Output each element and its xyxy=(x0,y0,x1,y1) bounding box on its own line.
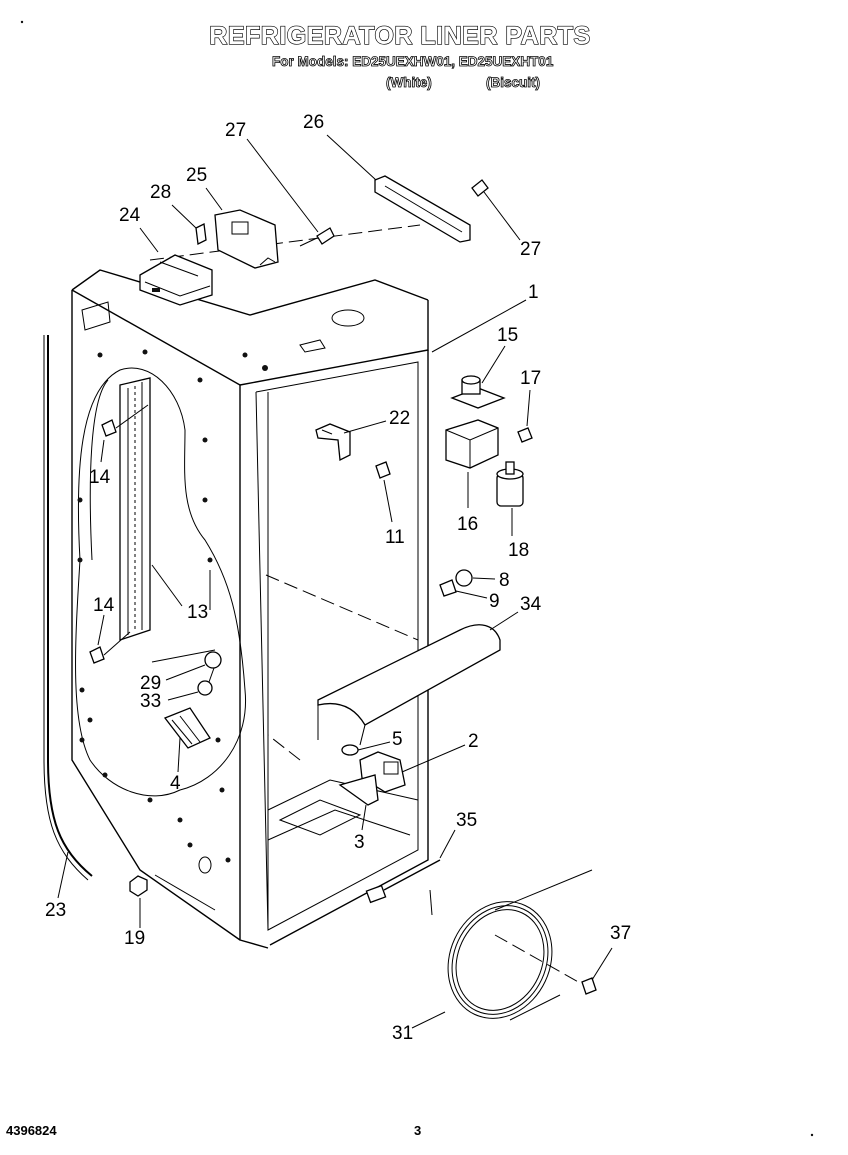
callout-19: 19 xyxy=(124,928,145,949)
part-25-duct xyxy=(214,209,279,269)
callout-16: 16 xyxy=(457,514,478,535)
callout-2: 2 xyxy=(468,731,479,752)
callout-1: 1 xyxy=(528,282,539,303)
leader-lines xyxy=(57,134,613,1029)
part-27-screw-left xyxy=(299,227,335,247)
callout-15: 15 xyxy=(497,325,518,346)
callout-27-right: 27 xyxy=(520,239,541,260)
callout-35: 35 xyxy=(456,810,477,831)
part-37-screw xyxy=(494,934,597,995)
part-26-rail xyxy=(374,175,471,243)
callout-34: 34 xyxy=(520,594,542,615)
part-28-clip xyxy=(195,223,207,245)
callout-31: 31 xyxy=(392,1023,413,1044)
callout-11: 11 xyxy=(385,527,405,548)
variant-biscuit-label: (Biscuit) xyxy=(486,75,541,91)
callout-17: 17 xyxy=(520,368,541,389)
callout-3: 3 xyxy=(354,832,365,853)
callout-37: 37 xyxy=(610,923,631,944)
part-17-screw xyxy=(517,427,533,443)
part-4-grille xyxy=(163,707,211,749)
callout-22: 22 xyxy=(389,408,410,429)
part-24-housing xyxy=(139,254,213,306)
callout-14-lower: 14 xyxy=(93,595,115,616)
variant-white-label: (White) xyxy=(386,75,433,91)
callout-24: 24 xyxy=(119,205,141,226)
callout-28: 28 xyxy=(150,182,171,203)
callout-8: 8 xyxy=(499,570,510,591)
document-number: 4396824 xyxy=(6,1123,57,1138)
page-title: REFRIGERATOR LINER PARTS xyxy=(209,21,591,50)
callout-23: 23 xyxy=(45,900,66,921)
part-18-knob xyxy=(496,461,524,507)
callout-18: 18 xyxy=(508,540,529,561)
callout-4: 4 xyxy=(170,773,181,794)
callout-33: 33 xyxy=(140,691,161,712)
callout-9: 9 xyxy=(489,591,500,612)
corner-mark xyxy=(810,1133,814,1137)
part-3-bracket xyxy=(338,774,379,806)
part-15-thermostat xyxy=(450,375,506,409)
part-29-33-light xyxy=(151,649,222,696)
callout-27-left: 27 xyxy=(225,120,246,141)
part-22-bracket xyxy=(315,423,351,462)
callout-labels: 27 26 25 28 24 27 1 15 17 22 14 16 11 18… xyxy=(45,112,631,1044)
part-34-cover xyxy=(317,624,501,746)
part-23-tube xyxy=(43,335,93,881)
callout-5: 5 xyxy=(392,729,403,750)
page-number: 3 xyxy=(414,1123,422,1138)
part-27-screw-right xyxy=(471,179,489,197)
liner-cabinet xyxy=(71,224,429,949)
part-13-rail xyxy=(119,377,151,641)
models-line: For Models: ED25UEXHW01, ED25UEXHT01 xyxy=(272,54,554,70)
callout-26: 26 xyxy=(303,112,324,133)
callout-13: 13 xyxy=(187,602,208,623)
part-11-screw xyxy=(375,461,391,479)
part-31-coil xyxy=(447,869,593,1021)
callout-14-upper: 14 xyxy=(89,467,111,488)
callout-25: 25 xyxy=(186,165,207,186)
part-14-screws xyxy=(89,404,149,664)
part-8-9-fastener xyxy=(439,569,473,597)
corner-mark xyxy=(20,20,24,24)
part-19-nut xyxy=(129,875,148,897)
part-35-strap xyxy=(365,859,441,904)
callout-29: 29 xyxy=(140,673,161,694)
part-16-cover xyxy=(445,419,499,469)
part-5-nut xyxy=(341,744,359,756)
